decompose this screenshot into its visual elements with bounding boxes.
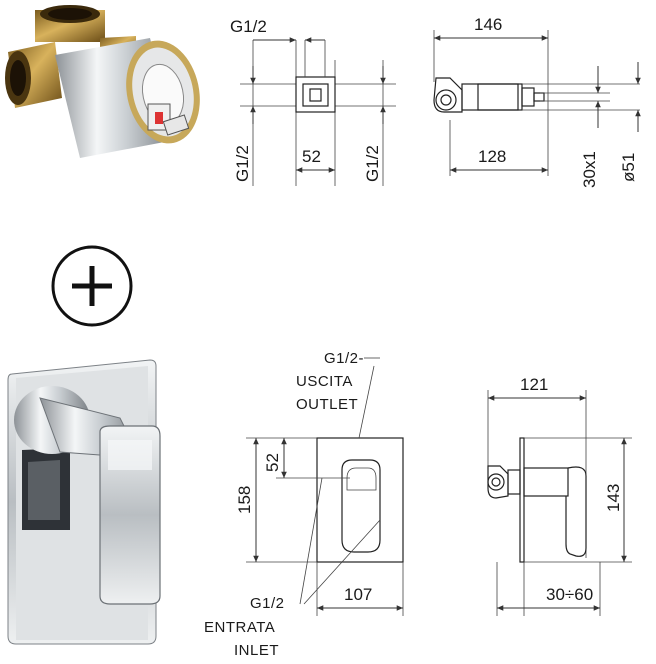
outlet-offset-label: 52: [263, 453, 282, 472]
mixer-trim-photo: [7, 359, 161, 645]
inlet-en-label: INLET: [234, 642, 279, 659]
outlet-thread-label: G1/2-: [324, 350, 364, 367]
body-length-label: 128: [478, 147, 506, 166]
inlet-thread-label: G1/2: [250, 595, 285, 612]
trim-height-label: 158: [235, 486, 254, 514]
trim-side-view: 121 143 30÷60: [487, 375, 632, 616]
body-width-label: 52: [302, 147, 321, 166]
plus-in-circle-icon: [51, 245, 133, 327]
diameter-label: ø51: [619, 153, 638, 182]
valve-body-top-view: G1/2 G1/2 G1/2 52: [230, 17, 396, 186]
outlet-en-label: OUTLET: [296, 396, 358, 413]
spindle-label: 30x1: [580, 151, 599, 188]
overall-length-label: 146: [474, 15, 502, 34]
outlet-it-label: USCITA: [296, 373, 353, 390]
trim-width-label: 107: [344, 585, 372, 604]
adjust-range-label: 30÷60: [546, 585, 593, 604]
trim-front-view: 158 52 107 G1/2- USCITA OUTLET G1/2 ENTR…: [204, 350, 404, 659]
valve-body-photo: [5, 5, 200, 158]
thread-left-label: G1/2: [233, 145, 252, 182]
trim-overall-length-label: 121: [520, 375, 548, 394]
inlet-it-label: ENTRATA: [204, 619, 275, 636]
plate-height-label: 143: [604, 484, 623, 512]
thread-right-label: G1/2: [363, 145, 382, 182]
valve-body-side-view: 146 128 30x1 ø51: [433, 15, 641, 188]
thread-top-label: G1/2: [230, 17, 267, 36]
